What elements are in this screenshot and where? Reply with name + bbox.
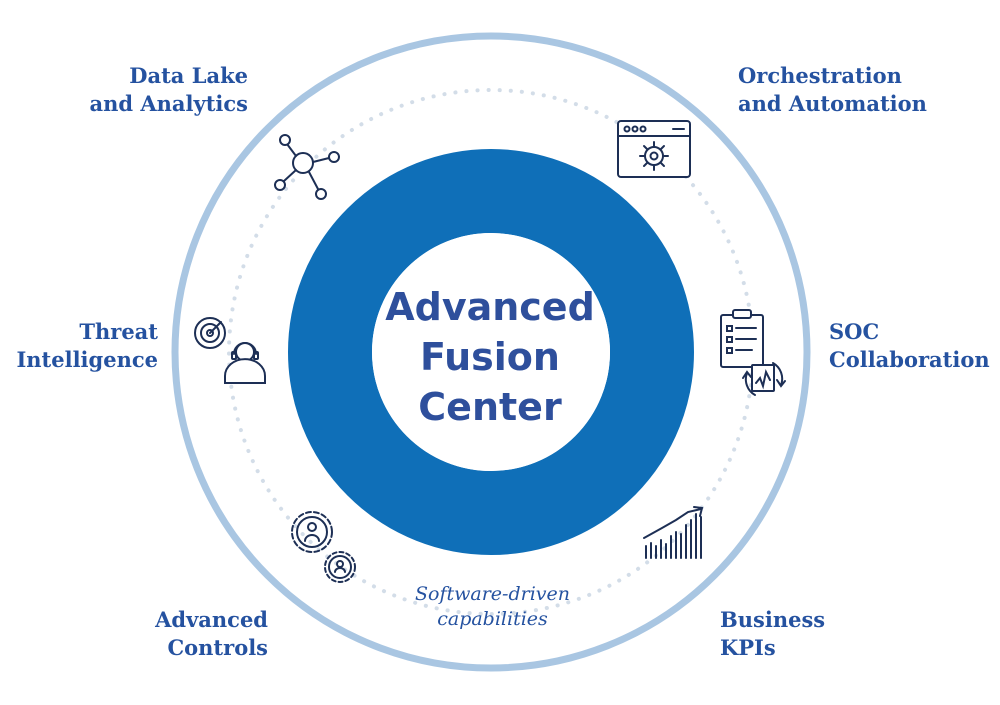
browser-gear-icon — [617, 120, 691, 178]
label-threat: Threat Intelligence — [0, 318, 158, 374]
tagline-line: Software-driven — [415, 583, 570, 605]
label-orchestration: Orchestration and Automation — [738, 62, 927, 118]
clipboard-report-icon — [720, 309, 786, 396]
label-data-lake: Data Lake and Analytics — [70, 62, 248, 118]
label-kpis: Business KPIs — [720, 606, 825, 662]
bar-chart-trend-icon — [643, 506, 704, 559]
center-title-line: Center — [418, 385, 562, 429]
tagline: Software-driven capabilities — [380, 582, 605, 632]
center-title: Advanced Fusion Center — [360, 282, 620, 432]
label-line: SOC — [829, 319, 880, 344]
label-line: KPIs — [720, 635, 776, 660]
label-line: and Analytics — [89, 91, 248, 116]
label-line: Data Lake — [129, 63, 248, 88]
label-soc: SOC Collaboration — [829, 318, 990, 374]
label-line: Controls — [167, 635, 268, 660]
gears-user-icon — [291, 511, 356, 583]
label-line: Orchestration — [738, 63, 902, 88]
label-line: Business — [720, 607, 826, 632]
label-line: Advanced — [155, 607, 268, 632]
center-title-line: Fusion — [420, 335, 560, 379]
center-title-line: Advanced — [385, 285, 595, 329]
core-donut — [288, 149, 694, 555]
label-line: and Automation — [738, 91, 927, 116]
radar-headset-icon — [194, 317, 266, 384]
label-line: Intelligence — [16, 347, 158, 372]
outer-ring — [171, 32, 811, 672]
core-center — [372, 233, 610, 471]
label-line: Collaboration — [829, 347, 990, 372]
label-line: Threat — [79, 319, 158, 344]
network-hub-icon — [274, 134, 340, 200]
tagline-line: capabilities — [437, 608, 548, 630]
label-controls: Advanced Controls — [110, 606, 268, 662]
